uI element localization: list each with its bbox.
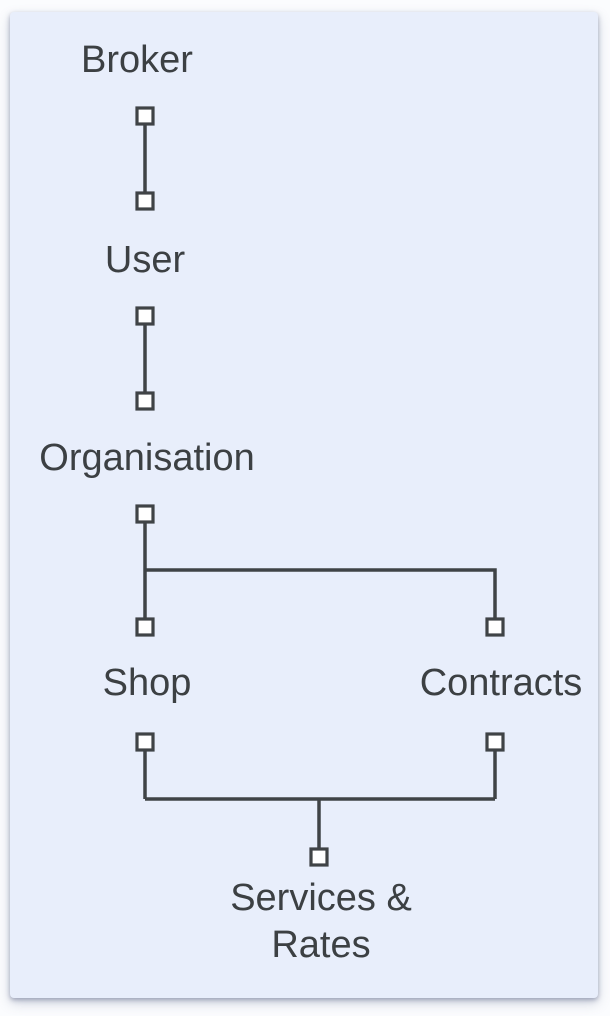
connector-handle[interactable] [135,391,155,411]
diagram-edges-layer [135,106,505,867]
node-user[interactable]: User [104,239,186,281]
edge-broker-user [135,106,155,211]
diagram-canvas: Broker User Organisation Shop Contracts … [10,12,598,998]
edge-organisation-shop-contracts [135,504,505,637]
edge-line [145,568,497,627]
connector-handle[interactable] [135,306,155,326]
edge-user-organisation [135,306,155,411]
connector-handle[interactable] [135,191,155,211]
connector-handle[interactable] [485,732,505,752]
connector-handle[interactable] [135,504,155,524]
connector-handle[interactable] [135,617,155,637]
connector-handle[interactable] [135,106,155,126]
node-organisation[interactable]: Organisation [39,437,255,479]
edge-shop-contracts-services [135,732,505,867]
node-shop[interactable]: Shop [102,662,192,704]
node-contracts[interactable]: Contracts [419,662,583,704]
connector-handle[interactable] [485,617,505,637]
connector-handle[interactable] [309,847,329,867]
node-services-rates[interactable]: Services & Rates [230,877,412,966]
connector-handle[interactable] [135,732,155,752]
node-broker[interactable]: Broker [81,39,193,81]
